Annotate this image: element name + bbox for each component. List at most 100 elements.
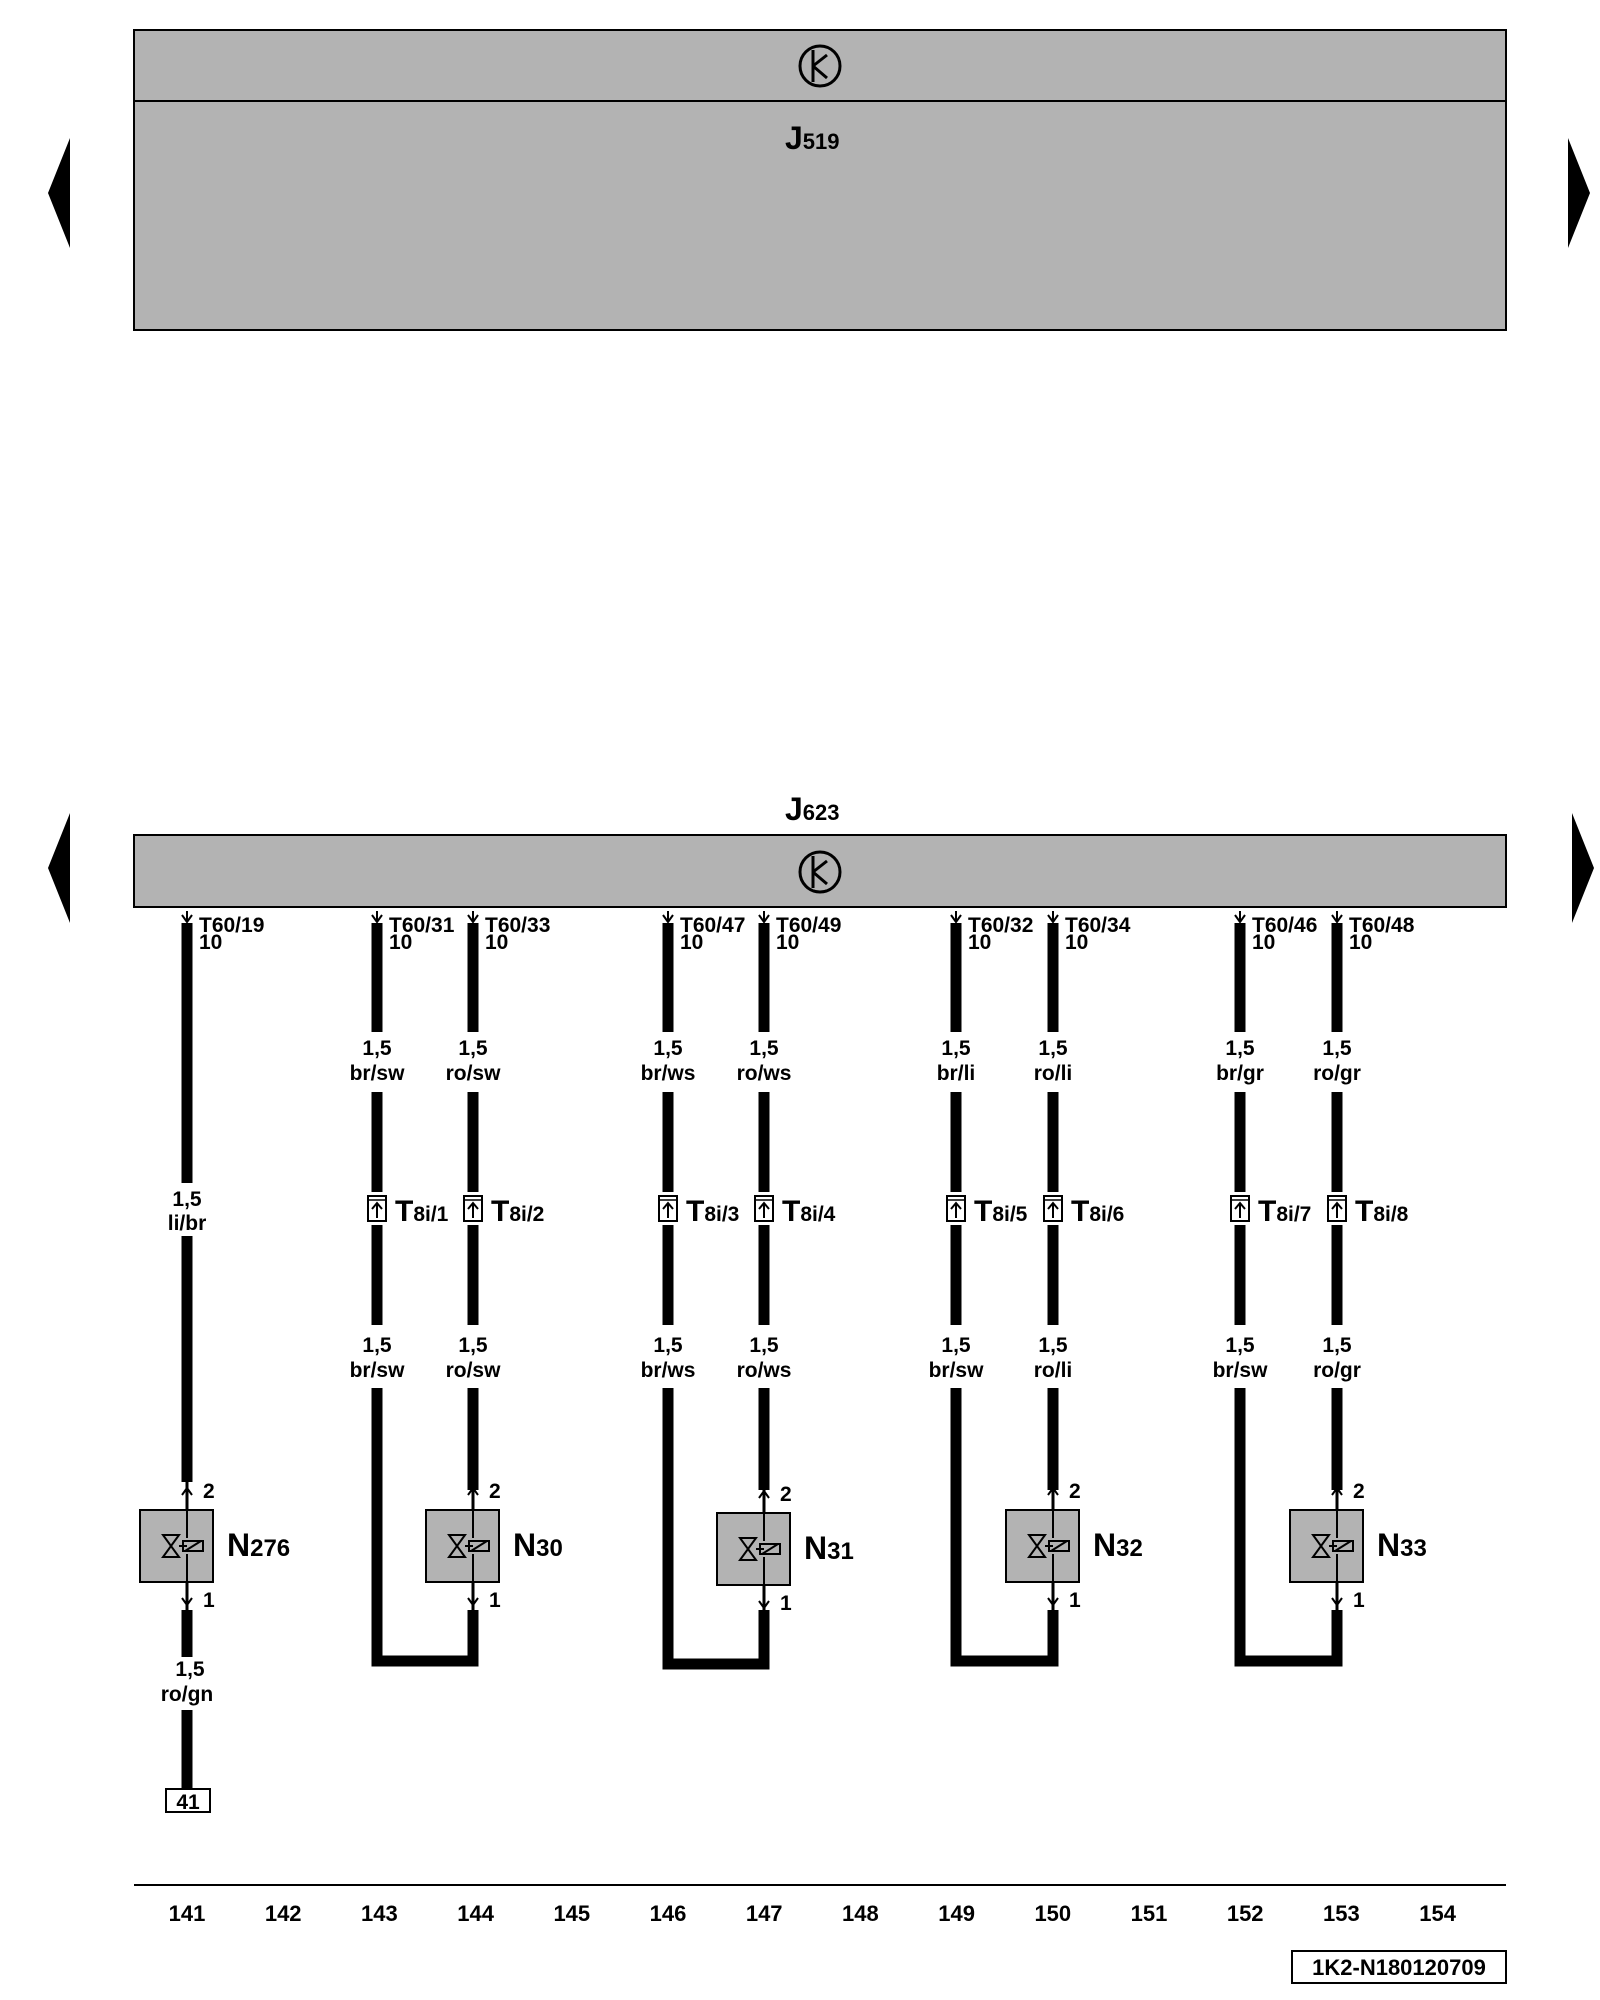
valve-icon [1311,1534,1354,1558]
scale-number: 145 [553,1901,590,1926]
prev-page-arrow-icon[interactable] [48,138,70,248]
solenoid-valve-n276: 2 1 N276 [139,1480,290,1612]
wire-size: 1,5 [1038,1037,1068,1060]
ground-wire: 1,5 ro/gn 41 [161,1610,214,1814]
pin-number: 10 [389,931,412,954]
scale-number: 142 [265,1901,302,1926]
pin-number: 10 [1252,931,1275,954]
pin-label: T60/34 [1065,914,1131,937]
valve-icon [447,1534,490,1558]
wire-size: 1,5 [1225,1037,1255,1060]
valve-label: N32 [1093,1527,1143,1563]
scale-number: 153 [1323,1901,1360,1926]
wire-color: li/br [168,1212,207,1235]
wire-size: 1,5 [1038,1334,1068,1357]
pin-arrow-icon [181,914,193,924]
valve-pin-bottom: 1 [1069,1589,1081,1612]
valve-pin-top: 2 [780,1483,792,1506]
pin-label: T60/47 [680,914,745,937]
wire-size: 1,5 [172,1188,202,1211]
scale-number: 152 [1227,1901,1264,1926]
wire-color: br/sw [1213,1359,1269,1382]
wire-color: br/gr [1216,1062,1264,1085]
next-page-arrow-icon[interactable] [1568,138,1590,248]
wire-color: br/li [937,1062,976,1085]
pin-label: T60/48 [1349,914,1415,937]
valve-pin-top: 2 [1069,1480,1081,1503]
wires-layer: T60/19101,5li/brT60/31101,5br/swT8i/11,5… [168,911,1415,1670]
wire-size: 1,5 [1225,1334,1255,1357]
valve-pin-top: 2 [1353,1480,1365,1503]
valve-pin-top: 2 [203,1480,215,1503]
wire-color: br/ws [641,1062,696,1085]
pin-arrow-icon [467,1597,479,1607]
connector-label: T8i/2 [491,1195,544,1228]
wire-color: ro/sw [446,1359,502,1382]
pin-arrow-icon [758,1489,770,1499]
wire-color: ro/gr [1313,1359,1361,1382]
wire-size: 1,5 [1322,1334,1352,1357]
pin-arrow-icon [467,914,479,924]
document-id-box: 1K2-N180120709 [1291,1950,1507,1984]
wire-size: 1,5 [749,1334,779,1357]
connector-label: T8i/7 [1258,1195,1311,1228]
pin-label: T60/49 [776,914,841,937]
wire-size: 1,5 [362,1037,392,1060]
wire-color: ro/ws [737,1359,792,1382]
connector-label: T8i/8 [1355,1195,1409,1228]
pin-arrow-icon [467,1486,479,1496]
scale-number: 141 [169,1901,206,1926]
pin-arrow-icon [181,1597,193,1607]
scale-number: 150 [1034,1901,1071,1926]
wire-size: 1,5 [653,1334,683,1357]
reference-box [165,1788,211,1813]
pin-number: 10 [680,931,703,954]
wire-size: 1,5 [941,1334,971,1357]
wire-size: 1,5 [749,1037,779,1060]
pin-label: T60/46 [1252,914,1317,937]
valve-label: N276 [227,1527,290,1563]
pin-label: T60/31 [389,914,455,937]
valve-icon [738,1537,781,1561]
electronic-symbol-icon [798,44,842,88]
valve-icon [1027,1534,1070,1558]
ground-wire-color: ro/gn [161,1683,214,1706]
j623-label: J623 [785,791,840,827]
valve-pin-bottom: 1 [489,1589,501,1612]
prev-section-arrow-icon[interactable] [48,813,70,923]
document-id: 1K2-N180120709 [1312,1955,1486,1980]
connector-label: T8i/1 [395,1195,449,1228]
pin-number: 10 [199,931,222,954]
wire-color: ro/gr [1313,1062,1361,1085]
valve-label: N30 [513,1527,563,1563]
pin-arrow-icon [1047,914,1059,924]
wire-color: ro/li [1034,1062,1073,1085]
pin-arrow-icon [1331,1597,1343,1607]
wire-size: 1,5 [458,1037,488,1060]
valve-pin-bottom: 1 [203,1589,215,1612]
pin-arrow-icon [371,914,383,924]
next-section-arrow-icon[interactable] [1572,813,1594,923]
connector-label: T8i/5 [974,1195,1028,1228]
valve-label: N33 [1377,1527,1427,1563]
pin-arrow-icon [758,914,770,924]
pin-label: T60/32 [968,914,1033,937]
pin-arrow-icon [1234,914,1246,924]
pin-arrow-icon [181,1486,193,1496]
wire-size: 1,5 [941,1037,971,1060]
scale-number: 143 [361,1901,398,1926]
valve-icon [161,1534,204,1558]
